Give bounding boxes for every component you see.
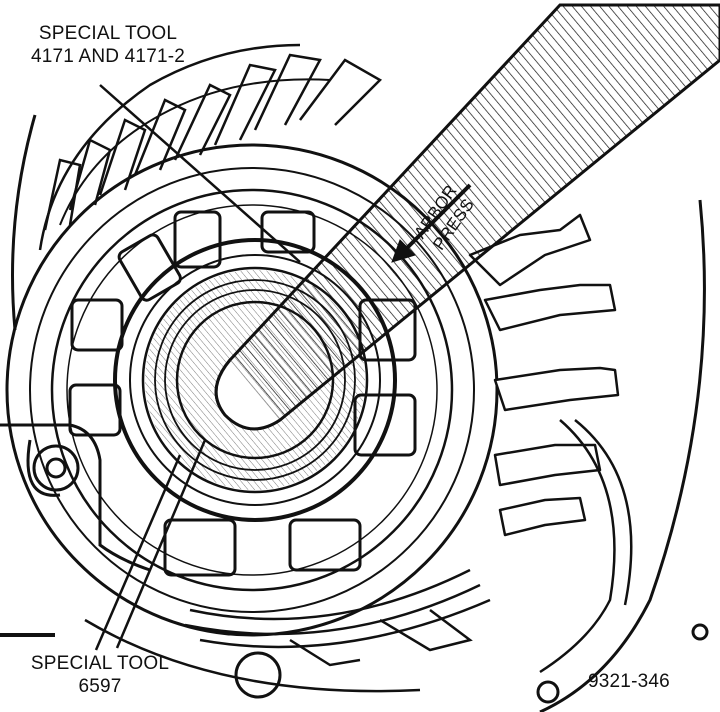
special-tool-top-line2: 4171 AND 4171-2 <box>30 46 186 67</box>
special-tool-bottom-line1: SPECIAL TOOL <box>30 653 170 674</box>
clutch-fins-top <box>43 53 383 231</box>
housing-boss-left <box>26 439 80 497</box>
arbor-press-ram <box>214 3 720 431</box>
special-tool-bottom-line2: 6597 <box>78 676 122 697</box>
clutch-drum <box>5 143 499 637</box>
leader-lines <box>94 84 301 651</box>
figure-number: 9321-346 <box>588 671 670 692</box>
special-tool-top-line1: SPECIAL TOOL <box>38 23 178 44</box>
arbor-press-arrow <box>391 183 472 263</box>
special-tool-bottom-label: SPECIAL TOOL 6597 <box>20 654 180 696</box>
special-tool-top-label: SPECIAL TOOL 4171 AND 4171-2 <box>8 24 208 66</box>
housing-boss-bottom <box>234 623 709 704</box>
clutch-teeth-right <box>468 213 620 537</box>
clutch-plates-bottom <box>184 419 633 674</box>
